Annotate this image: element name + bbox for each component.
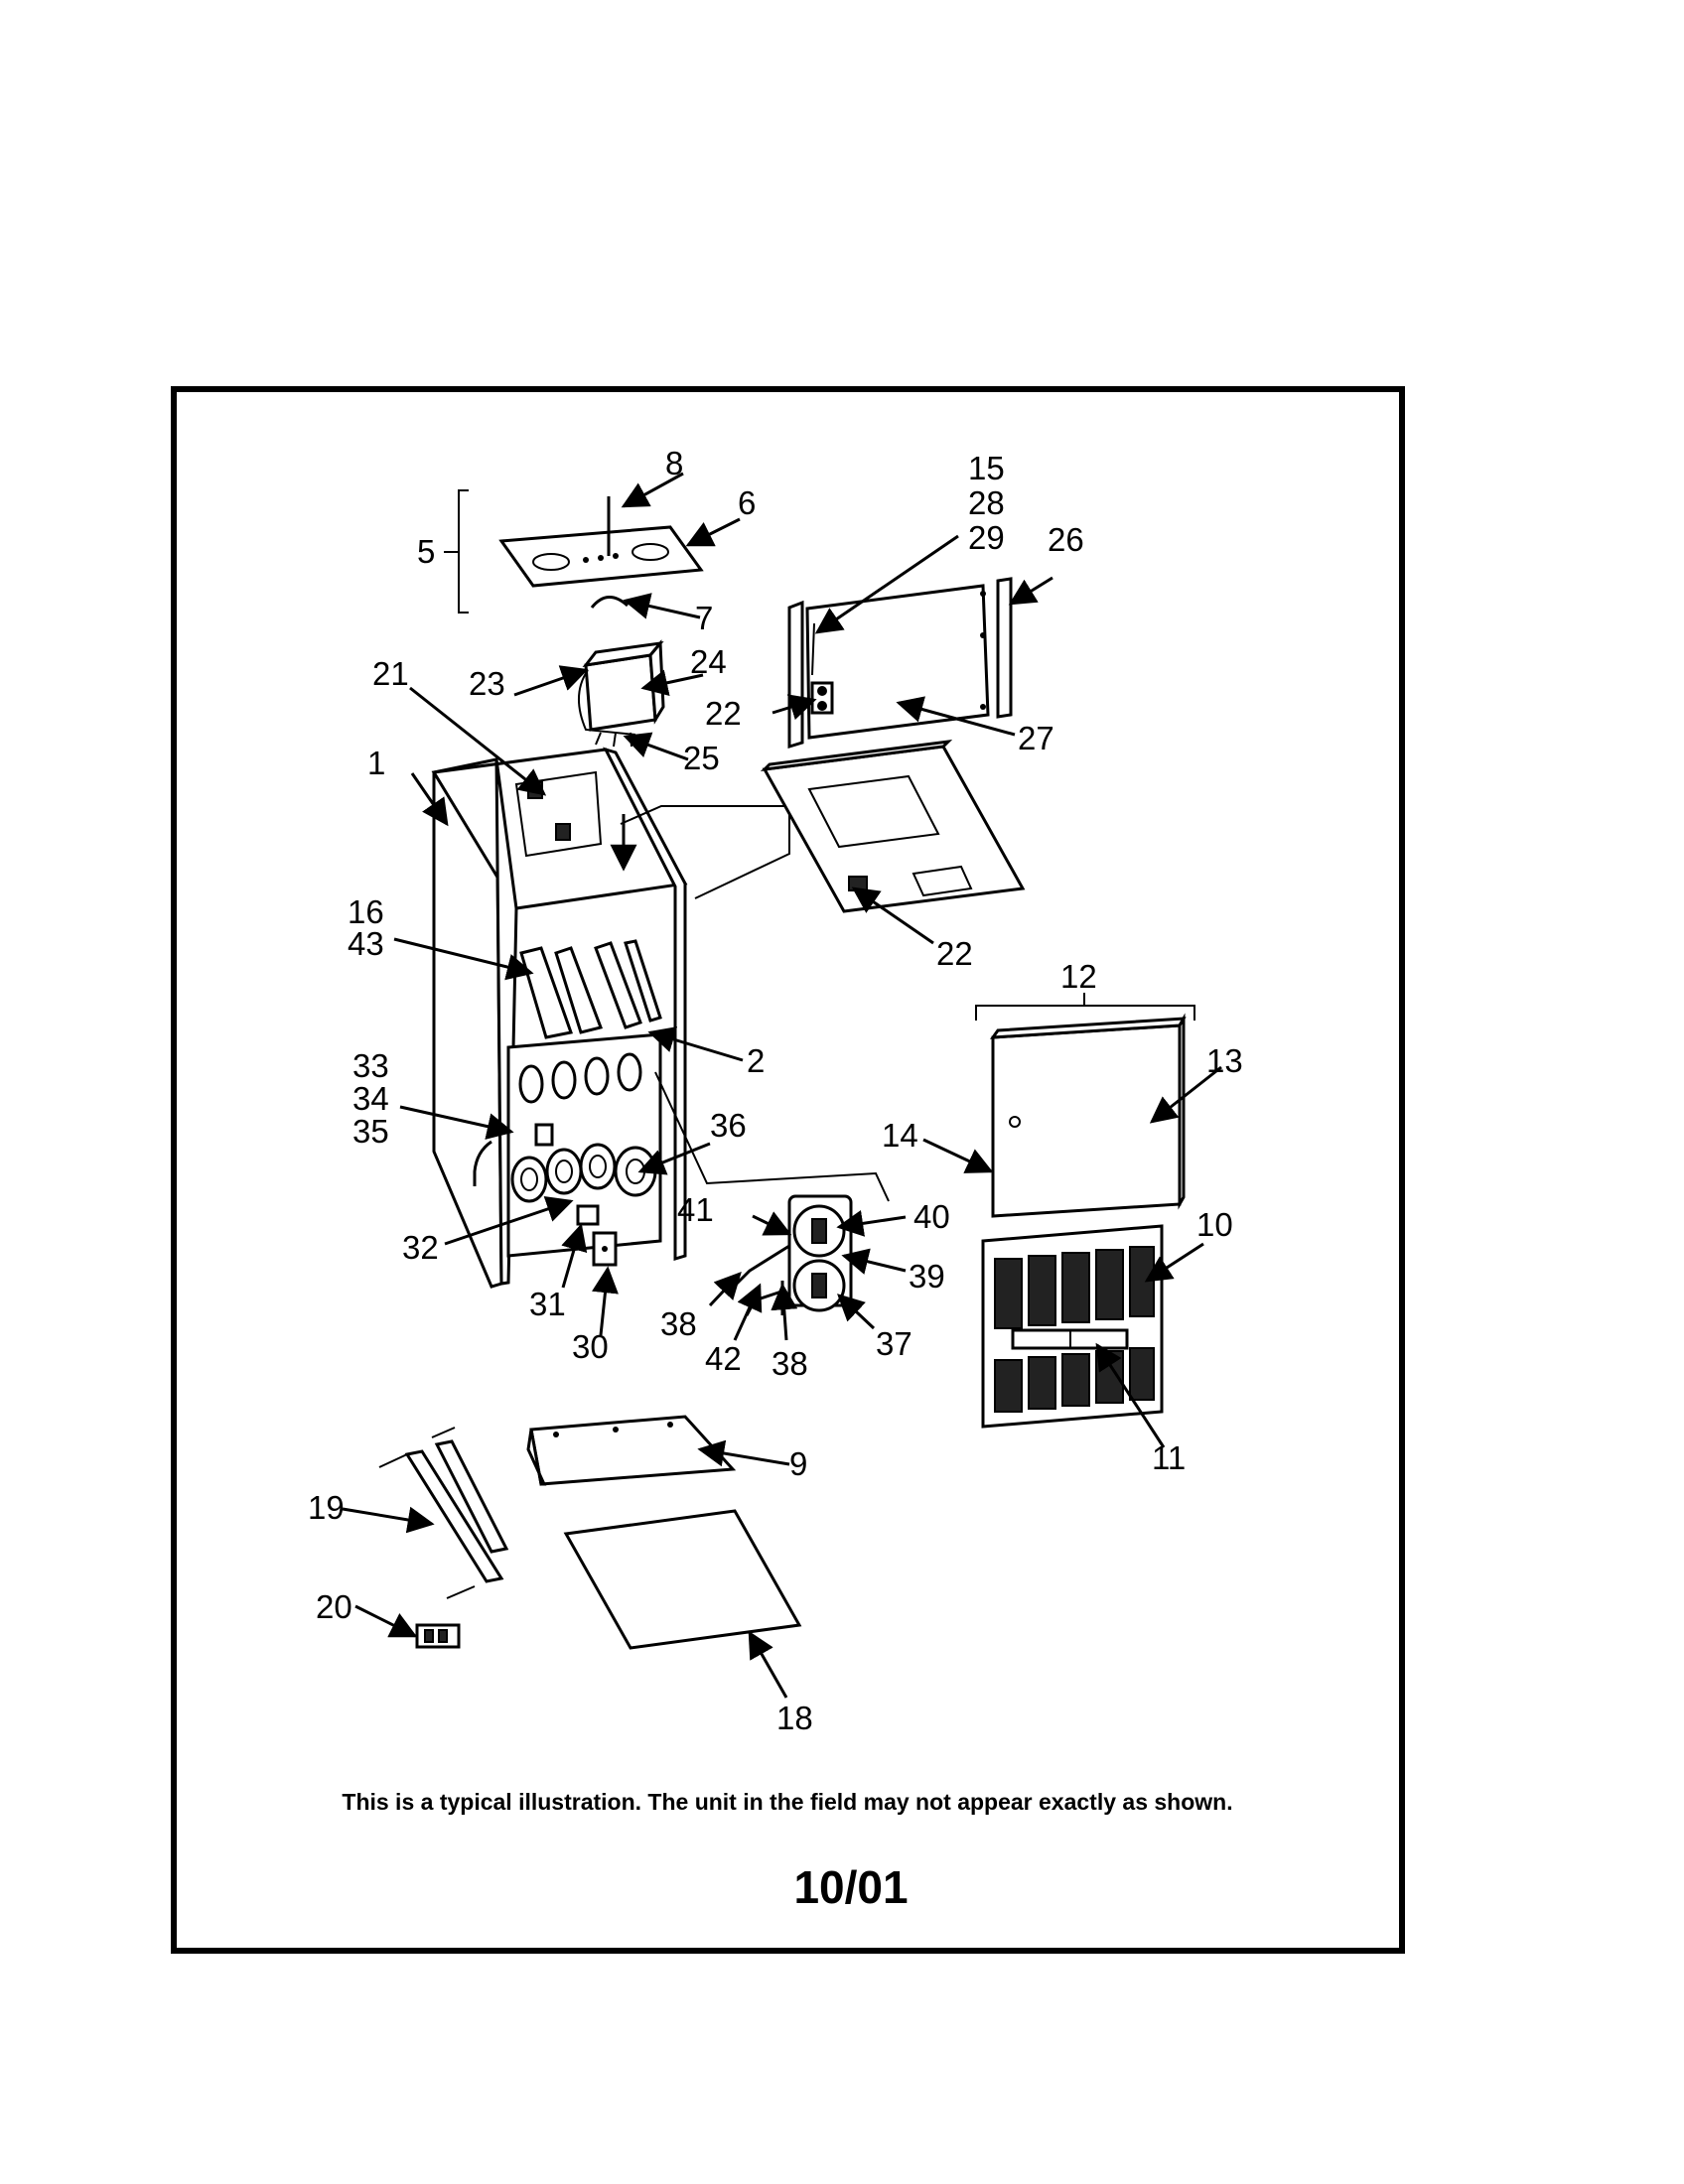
louvres-bottom [994, 1347, 1155, 1413]
callout-labels: 1 2 5 6 7 8 9 10 11 12 13 14 15 28 29 26… [308, 445, 1243, 1736]
callout-25: 25 [683, 740, 720, 776]
callout-37: 37 [876, 1325, 912, 1362]
rails-and-bracket [342, 1427, 509, 1649]
callout-34: 34 [352, 1080, 389, 1117]
callout-27: 27 [1018, 720, 1054, 756]
callout-15: 15 [968, 450, 1005, 486]
callout-8: 8 [665, 445, 683, 481]
callout-32: 32 [402, 1229, 439, 1266]
callout-36: 36 [710, 1107, 747, 1144]
callout-16: 16 [348, 893, 384, 930]
callout-38-left: 38 [660, 1305, 697, 1342]
callout-41: 41 [677, 1191, 714, 1228]
callout-29: 29 [968, 519, 1005, 556]
callout-26: 26 [1048, 521, 1084, 558]
gas-valve-assembly [708, 1194, 907, 1341]
callout-30: 30 [572, 1328, 609, 1365]
callout-35: 35 [352, 1113, 389, 1150]
callout-12: 12 [1060, 958, 1097, 995]
callout-7: 7 [695, 600, 713, 636]
callout-22-top: 22 [936, 935, 973, 972]
top-cover-panel [760, 739, 1026, 945]
blower-side-panel [772, 534, 1053, 750]
disclaimer-text: This is a typical illustration. The unit… [342, 1789, 1232, 1815]
callout-33: 33 [352, 1047, 389, 1084]
callout-31: 31 [529, 1286, 566, 1322]
callout-22-side: 22 [705, 695, 742, 732]
callout-42: 42 [705, 1340, 742, 1377]
diagram-border [171, 386, 1405, 1954]
callout-2: 2 [747, 1042, 765, 1079]
callout-1: 1 [367, 745, 385, 781]
furnace-cabinet [393, 686, 890, 1336]
callout-38-right: 38 [772, 1345, 808, 1382]
callout-11: 11 [1152, 1439, 1186, 1476]
callout-24: 24 [690, 643, 727, 680]
date-code: 10/01 [793, 1861, 908, 1913]
callout-10: 10 [1196, 1206, 1233, 1243]
callout-14: 14 [882, 1117, 918, 1154]
bottom-panels [526, 1415, 802, 1699]
callout-9: 9 [789, 1445, 807, 1482]
blower-door [922, 993, 1222, 1218]
callout-23: 23 [469, 665, 505, 702]
callout-20: 20 [316, 1588, 352, 1625]
callout-5: 5 [417, 533, 435, 570]
callout-40: 40 [913, 1198, 950, 1235]
callout-21: 21 [372, 655, 409, 692]
callout-19: 19 [308, 1489, 345, 1526]
burner-door-grille [981, 1224, 1204, 1448]
louvres-top [994, 1246, 1155, 1329]
top-plate-assembly [444, 472, 741, 619]
callout-6: 6 [738, 484, 756, 521]
callout-39: 39 [909, 1258, 945, 1295]
callout-28: 28 [968, 484, 1005, 521]
callout-43: 43 [348, 925, 384, 962]
control-box [513, 639, 704, 761]
callout-13: 13 [1206, 1042, 1243, 1079]
callout-18: 18 [776, 1700, 813, 1736]
